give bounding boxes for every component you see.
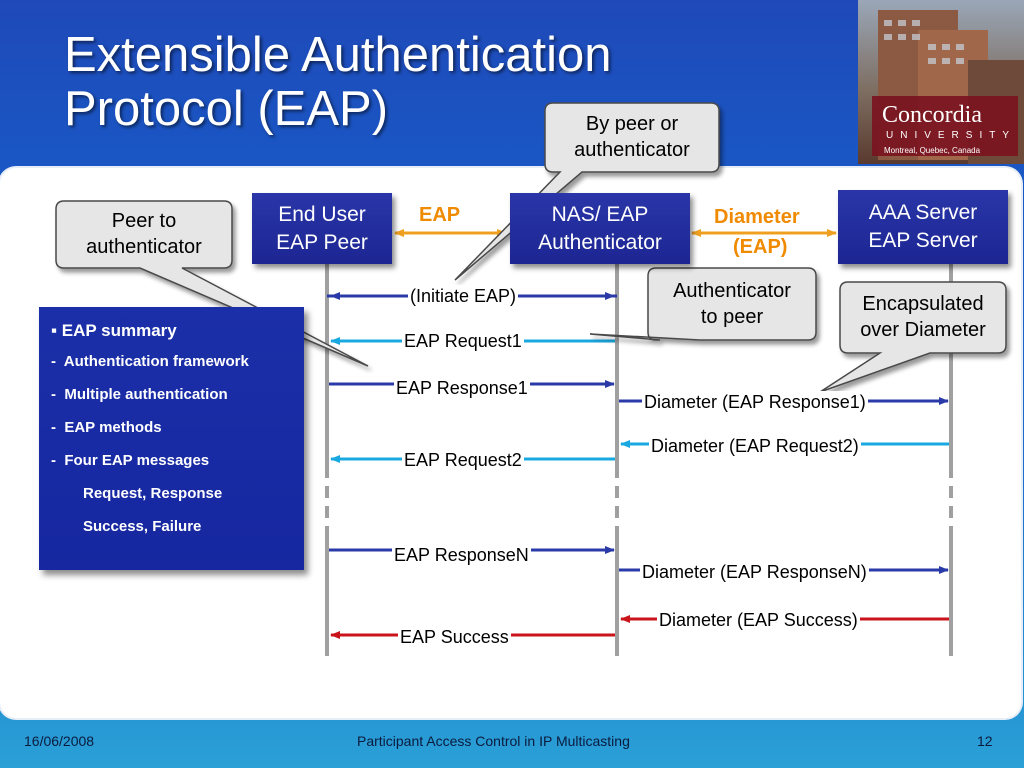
peer-line2: EAP Peer <box>276 230 368 254</box>
entity-aaa-server: AAA Server EAP Server <box>838 190 1008 264</box>
callout-auth-to-peer: Authenticator to peer <box>673 280 791 328</box>
entity-end-user-peer: End User EAP Peer <box>252 193 392 264</box>
callout-by-peer: By peer or authenticator <box>574 113 690 161</box>
eap-summary-box: ▪ EAP summary - Authentication framework… <box>39 307 304 570</box>
footer-page-number: 12 <box>977 733 993 749</box>
summary-header: ▪ EAP summary <box>51 321 177 340</box>
university-logo: Concordia UNIVERSITY Montreal, Quebec, C… <box>858 0 1024 164</box>
peer-line1: End User <box>278 202 366 226</box>
msg-eap-success: EAP Success <box>398 626 511 648</box>
footer-date: 16/06/2008 <box>24 733 95 749</box>
slide-title: Extensible Authentication Protocol (EAP) <box>64 28 784 136</box>
logo-text: Concordia <box>882 102 982 128</box>
eap-protocol-label: EAP <box>419 204 461 226</box>
callout-peer-to-auth: Peer to authenticator <box>86 210 202 258</box>
summary-item: - Authentication framework <box>51 353 249 370</box>
diameter-protocol-label-2: (EAP) <box>733 236 788 258</box>
msg-eap-response1: EAP Response1 <box>394 377 530 399</box>
summary-sub-item: Success, Failure <box>83 518 202 535</box>
title-line-1: Extensible Authentication <box>64 28 612 82</box>
title-line-2: Protocol (EAP) <box>64 82 389 136</box>
summary-item: - Four EAP messages <box>51 452 210 469</box>
diameter-protocol-label-1: Diameter <box>714 206 800 228</box>
building-image <box>872 10 1024 164</box>
summary-item: - Multiple authentication <box>51 386 228 403</box>
msg-eap-responseN: EAP ResponseN <box>392 544 531 566</box>
aaa-line2: EAP Server <box>868 229 978 252</box>
logo-city: Montreal, Quebec, Canada <box>884 146 981 155</box>
callout-encapsulated: Encapsulated over Diameter <box>860 293 986 341</box>
logo-subtext: UNIVERSITY <box>886 130 1017 141</box>
summary-sub-item: Request, Response <box>83 485 223 502</box>
callout-encap-shape <box>819 281 1007 393</box>
msg-diameter-success: Diameter (EAP Success) <box>657 609 860 631</box>
nas-line1: NAS/ EAP <box>551 202 649 226</box>
msg-diameter-request2: Diameter (EAP Request2) <box>649 435 861 457</box>
msg-diameter-responseN: Diameter (EAP ResponseN) <box>640 561 869 583</box>
msg-diameter-response1: Diameter (EAP Response1) <box>642 391 868 413</box>
bullet-icon: ▪ <box>51 321 62 340</box>
aaa-line1: AAA Server <box>868 201 978 224</box>
summary-item: - EAP methods <box>51 419 162 436</box>
callout-auth-to-peer-shape <box>589 267 817 341</box>
nas-line2: Authenticator <box>538 230 662 254</box>
msg-eap-request1: EAP Request1 <box>402 330 524 352</box>
msg-eap-request2: EAP Request2 <box>402 449 524 471</box>
msg-initiate-eap: (Initiate EAP) <box>408 285 519 307</box>
entity-nas-authenticator: NAS/ EAP Authenticator <box>510 193 690 264</box>
footer-course-title: Participant Access Control in IP Multica… <box>357 733 630 749</box>
